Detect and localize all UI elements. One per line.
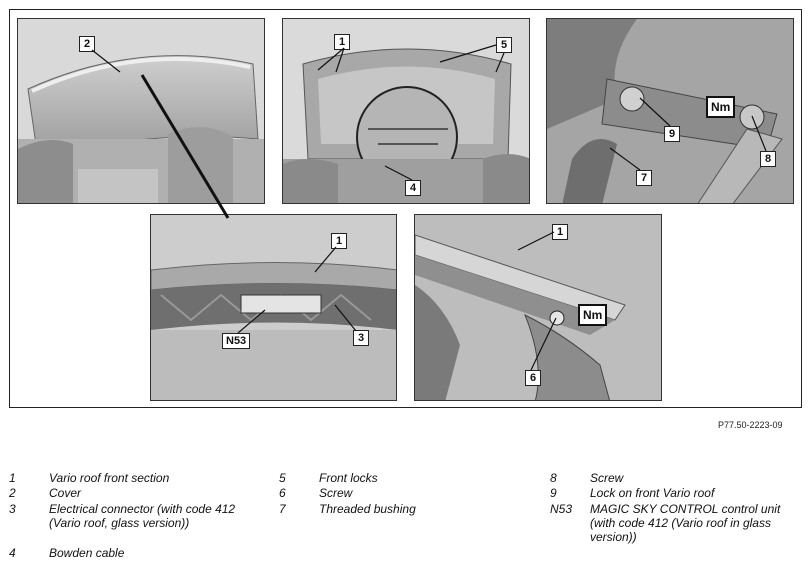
torque-symbol-panel3: Nm	[706, 96, 736, 118]
photo-front-lock	[546, 18, 794, 204]
legend-text: Screw	[590, 471, 624, 485]
photo-roof-cover	[17, 18, 265, 204]
legend-key: 9	[550, 486, 557, 500]
legend-text: Lock on front Vario roof	[590, 486, 715, 500]
photo-control-unit	[150, 214, 397, 401]
legend-key: 1	[9, 471, 16, 485]
legend-text: Threaded bushing	[319, 502, 416, 516]
legend-key: 3	[9, 502, 16, 516]
callout-6: 6	[525, 370, 541, 386]
legend-key: 4	[9, 546, 16, 560]
callout-N53: N53	[222, 333, 251, 349]
legend: 1 Vario roof front section 2 Cover 3 Ele…	[9, 470, 809, 566]
legend-text: Cover	[49, 486, 82, 500]
callout-8: 8	[760, 151, 776, 167]
legend-key: 5	[279, 471, 286, 485]
callout-1-panel5: 1	[552, 224, 568, 240]
callout-5: 5	[496, 37, 512, 53]
callout-1-panel4: 1	[331, 233, 347, 249]
callout-1-panel2: 1	[334, 34, 350, 50]
legend-text: Front locks	[319, 471, 378, 485]
callout-3: 3	[353, 330, 369, 346]
legend-key: 8	[550, 471, 557, 485]
callout-4: 4	[405, 180, 421, 196]
callout-9: 9	[664, 126, 680, 142]
figure-reference: P77.50-2223-09	[718, 420, 783, 430]
callout-7: 7	[636, 170, 652, 186]
legend-text: MAGIC SKY CONTROL control unit (with cod…	[590, 502, 781, 544]
legend-key: 6	[279, 486, 286, 500]
callout-2: 2	[79, 36, 95, 52]
legend-text: Screw	[319, 486, 353, 500]
legend-key: 7	[279, 502, 286, 516]
legend-text: Electrical connector (with code 412 (Var…	[49, 502, 236, 530]
torque-symbol-panel5: Nm	[578, 304, 608, 326]
photo-front-locks	[282, 18, 530, 204]
legend-text: Bowden cable	[49, 546, 125, 560]
legend-text: Vario roof front section	[49, 471, 170, 485]
legend-key: 2	[9, 486, 16, 500]
legend-key: N53	[550, 502, 573, 516]
